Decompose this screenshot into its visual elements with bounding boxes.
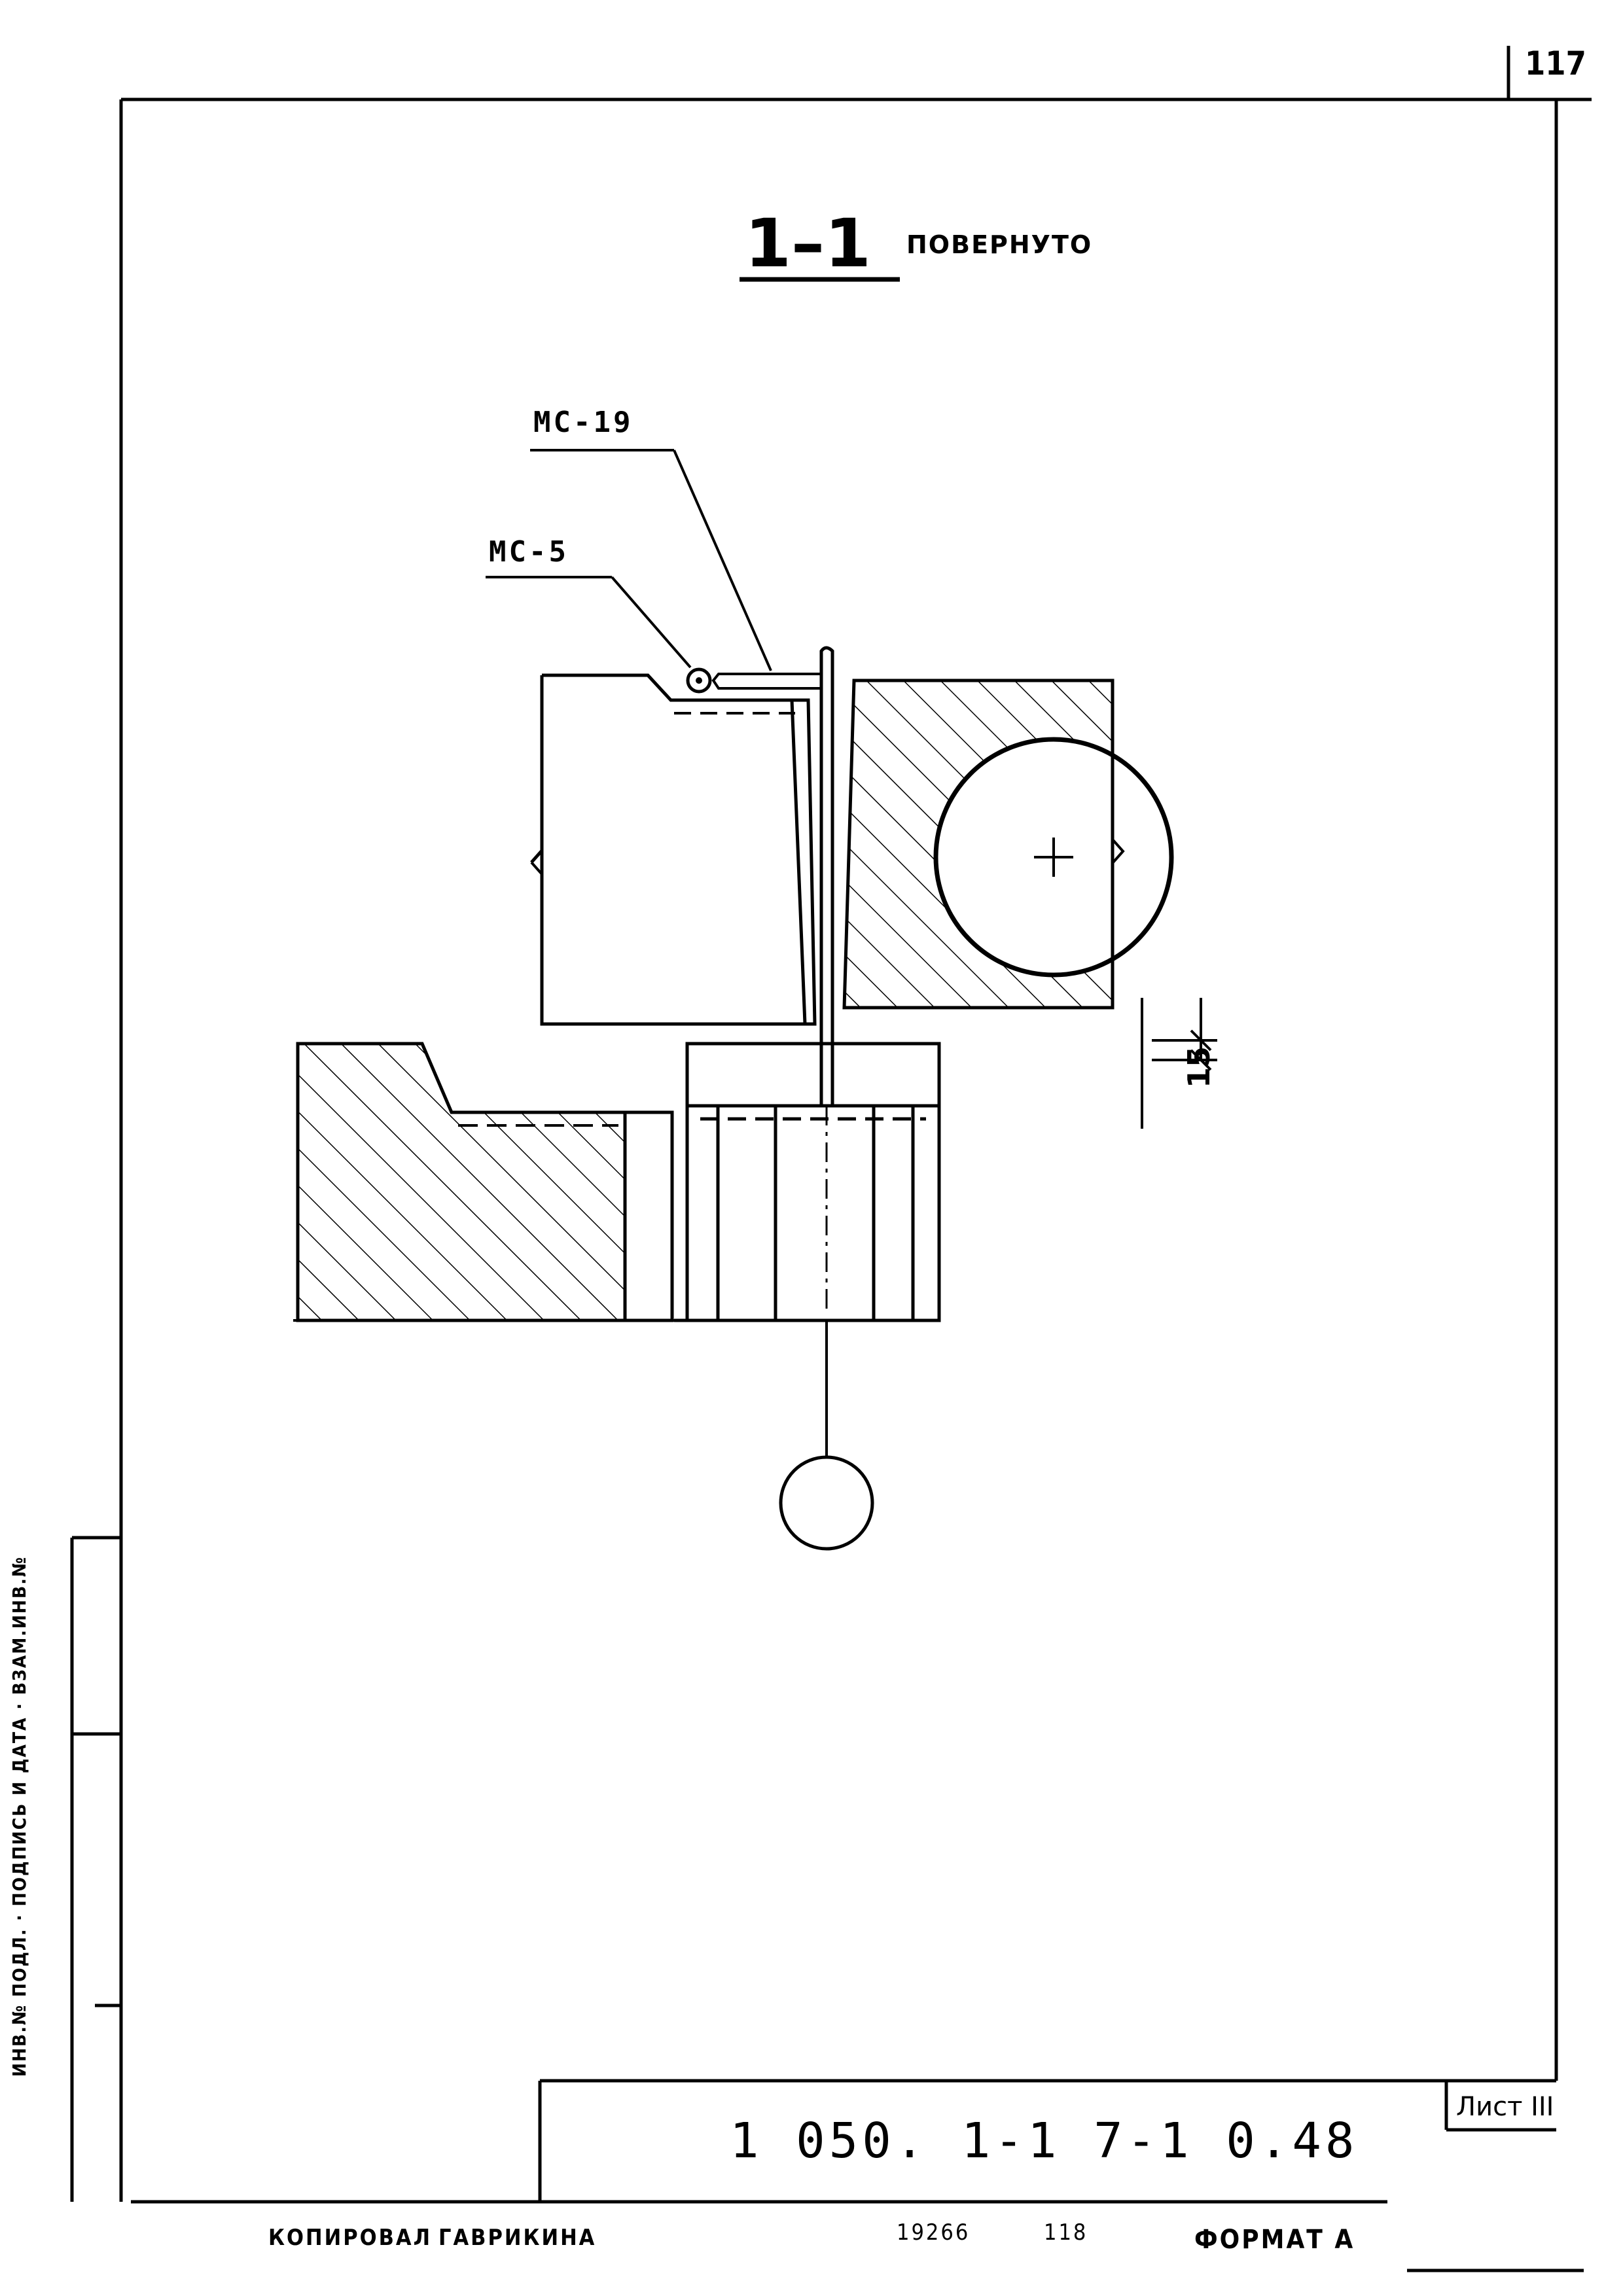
sheet-frame <box>119 46 1592 2272</box>
dimension-marks <box>1141 998 1217 1129</box>
section-title-note: ПОВЕРНУТО <box>906 230 1093 259</box>
mc5-bolt <box>686 667 712 694</box>
side-stamp-frame <box>70 1536 121 2202</box>
side-stamp-text: ИНВ.№ ПОДЛ. · ПОДПИСЬ И ДАТА · ВЗАМ.ИНВ.… <box>9 1555 30 2077</box>
vertical-rod <box>819 646 834 1108</box>
lower-left-block <box>293 1042 704 1322</box>
mc19-bracket <box>711 673 825 690</box>
dimension-value: 15 <box>1181 1046 1217 1089</box>
wedge-plate <box>790 698 817 1026</box>
sheet-marks: Лист III <box>1456 2092 1554 2122</box>
footer-format-label: ФОРМАТ А <box>1194 2225 1355 2255</box>
footer-order-number: 19266 <box>897 2219 971 2246</box>
title-block-frame <box>538 2079 1556 2202</box>
callout-leaders <box>486 449 772 671</box>
left-block-zigzag <box>530 861 543 875</box>
left-block-outline <box>530 673 810 1026</box>
sheet-number: 117 <box>1525 44 1586 82</box>
lower-center-element <box>674 1042 941 1322</box>
footer-copy-number: 118 <box>1044 2219 1088 2246</box>
section-title: 1–1 <box>745 205 871 283</box>
footer-copied-label: КОПИРОВАЛ <box>268 2225 432 2251</box>
document-code: 1 050. 1-1 7-1 0.48 <box>730 2113 1359 2169</box>
pendulum-circle <box>779 1455 874 1551</box>
callout-mc5: МС-5 <box>489 535 569 569</box>
footer-copier-name: ГАВРИКИНА <box>438 2225 597 2251</box>
pipe-center-mark <box>1034 838 1073 877</box>
callout-mc19: МС-19 <box>533 406 633 439</box>
right-block <box>842 679 1174 1010</box>
